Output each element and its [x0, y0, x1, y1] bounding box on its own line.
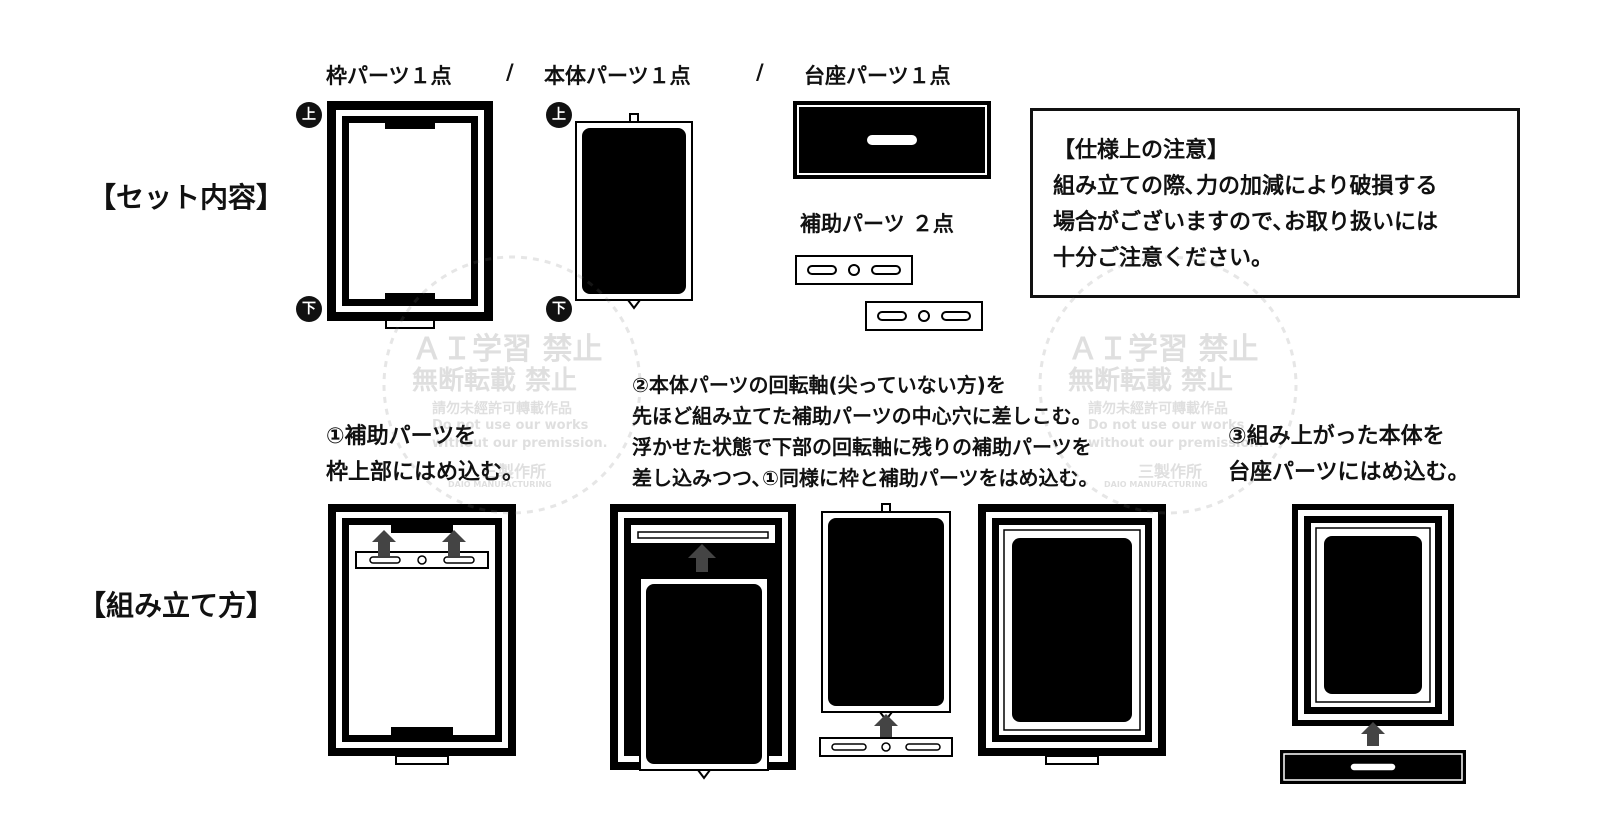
step1-illustration	[326, 502, 518, 768]
body-part-title: 本体パーツ１点	[544, 64, 691, 88]
assembly-label: 【組み立て方】	[78, 589, 275, 622]
notice-title: 【仕様上の注意】	[1053, 138, 1230, 163]
top-badge: 上	[546, 102, 572, 128]
notice-line: 場合がございますので､お取り扱いには	[1053, 210, 1439, 235]
aux-part-illustration	[864, 300, 984, 332]
set-contents-label: 【セット内容】	[88, 181, 285, 214]
step2-text: 先ほど組み立てた補助パーツの中心穴に差しこむ。	[632, 404, 1092, 428]
title-separator: /	[506, 60, 514, 84]
watermark-brand-sub: DAIO MANUFACTURING	[1104, 480, 1208, 489]
step2-illustration-body	[818, 502, 954, 762]
watermark-text: ＡＩ学習 禁止	[1068, 332, 1259, 367]
notice-box: 【仕様上の注意】 組み立ての際､力の加減により破損する 場合がございますので､お…	[1030, 108, 1520, 298]
aux-part-illustration	[794, 254, 914, 286]
watermark-text: 無断転載 禁止	[1068, 366, 1234, 396]
notice-line: 十分ご注意ください。	[1053, 246, 1274, 271]
title-separator: /	[756, 60, 764, 84]
base-part-title: 台座パーツ１点	[804, 64, 951, 88]
step3-illustration	[1278, 502, 1468, 788]
frame-part-title: 枠パーツ１点	[326, 64, 452, 88]
step3-text: ③組み上がった本体を	[1228, 424, 1445, 449]
step2-text: ②本体パーツの回転軸(尖っていない方)を	[632, 373, 1006, 397]
watermark-text: 請勿未經許可轉載作品	[1088, 401, 1228, 417]
bottom-badge: 下	[296, 296, 322, 322]
watermark-text: Do not use our works	[1088, 418, 1245, 433]
step3-text: 台座パーツにはめ込む。	[1228, 460, 1470, 485]
step1-text: ①補助パーツを	[326, 424, 477, 449]
step2-illustration-frame	[608, 502, 798, 780]
bottom-badge: 下	[546, 296, 572, 322]
frame-part-illustration	[326, 100, 494, 329]
watermark-text: 請勿未經許可轉載作品	[432, 401, 572, 417]
step2-text: 差し込みつつ､①同様に枠と補助パーツをはめ込む。	[632, 466, 1099, 490]
watermark-brand: 三製作所	[1138, 462, 1203, 481]
aux-part-title: 補助パーツ ２点	[800, 212, 954, 236]
step2-illustration-assembled	[976, 502, 1168, 768]
top-badge: 上	[296, 102, 322, 128]
watermark-text: 無断転載 禁止	[412, 366, 578, 396]
notice-line: 組み立ての際､力の加減により破損する	[1053, 174, 1438, 199]
base-part-illustration	[792, 100, 992, 180]
step2-text: 浮かせた状態で下部の回転軸に残りの補助パーツを	[632, 435, 1092, 459]
step1-text: 枠上部にはめ込む。	[326, 460, 525, 485]
body-part-illustration	[574, 112, 694, 312]
